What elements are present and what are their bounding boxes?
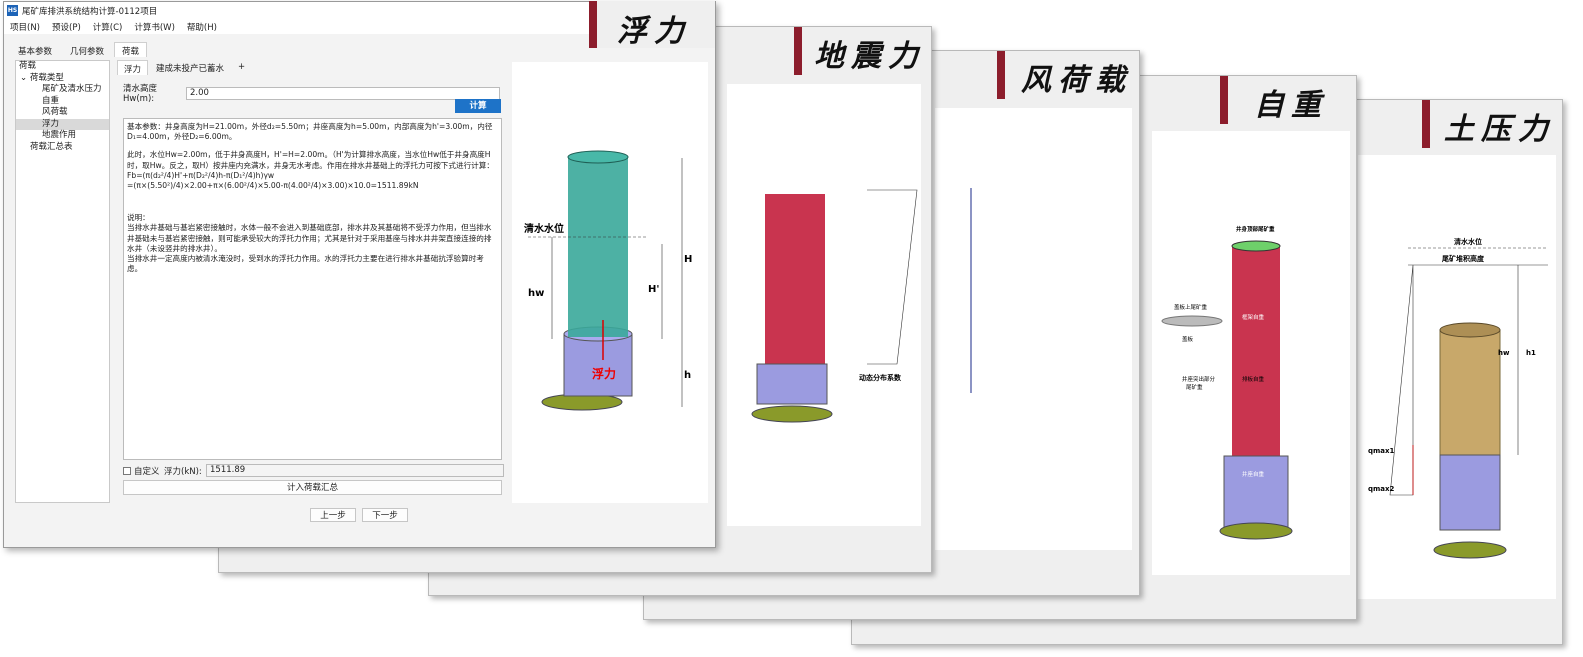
water-height-input[interactable]: 2.00 — [186, 86, 500, 100]
card-title: 自重 — [1254, 88, 1328, 123]
menu-bar: 项目(N) 预设(P) 计算(C) 计算书(W) 帮助(H) — [4, 19, 715, 34]
buoyancy-diagram: 清水水位 hw H' H h 浮力 — [524, 150, 692, 411]
plate-label: 排板自重 — [1242, 375, 1265, 383]
menu-calculate[interactable]: 计算(C) — [92, 22, 123, 33]
text-condition: 此时，水位Hw=2.00m，低于井身高度H，H'=H=2.00m。（H'为计算排… — [127, 150, 494, 170]
h-base-label: h — [684, 370, 691, 381]
text-note-2: 当排水井一定高度内被清水淹没时，受到水的浮托力作用。水的浮托力主要在进行排水井基… — [127, 254, 484, 274]
tab-geometry-params[interactable]: 几何参数 — [70, 47, 105, 57]
menu-help[interactable]: 帮助(H) — [186, 22, 217, 33]
window-title: 尾矿库排洪系统结构计算-0112项目 — [22, 6, 158, 17]
custom-label: 自定义 — [134, 466, 160, 477]
earthquake-panel: 动态分布系数 — [727, 84, 921, 526]
h-total-label: H — [684, 254, 692, 265]
hw-label: hw — [1498, 349, 1510, 357]
base-weight-label: 井座自重 — [1242, 470, 1265, 478]
frame-label: 框架自重 — [1242, 313, 1265, 321]
base-protrude-label: 井座突出部分 — [1182, 375, 1216, 383]
title-bar: HS 尾矿库排洪系统结构计算-0112项目 — [4, 2, 715, 19]
custom-row: 自定义 浮力(kN): 1511.89 — [123, 464, 504, 477]
water-level-label: 清水水位 — [524, 222, 564, 235]
sub-tabs: 浮力 建成未投产已蓄水 + — [117, 60, 511, 76]
app-logo-icon: HS — [7, 5, 18, 16]
tree-item-self-weight[interactable]: 自重 — [42, 95, 60, 106]
card-title: 风荷载 — [1021, 63, 1132, 98]
water-level-label: 清水水位 — [1454, 237, 1482, 246]
text-result: =(π×(5.50²)/4)×2.00+π×(6.00²/4)×5.00-π(4… — [127, 181, 419, 191]
text-params: 基本参数：井身高度为H=21.00m，外径d₂=5.50m；井座高度为h=5.0… — [127, 122, 493, 142]
qmax1-label: qmax1 — [1368, 447, 1395, 455]
buoyancy-title: 浮力 — [617, 14, 691, 49]
earthquake-diagram: 动态分布系数 — [751, 189, 918, 423]
tailings-height-label: 尾矿堆积高度 — [1441, 254, 1485, 263]
tree-item-load-summary[interactable]: 荷载汇总表 — [30, 141, 73, 152]
qmax2-label: qmax2 — [1368, 485, 1395, 493]
custom-checkbox[interactable] — [123, 466, 131, 475]
hw-label: hw — [528, 288, 544, 299]
card-title: 土压力 — [1444, 112, 1555, 147]
slab-top-label: 盖板上尾矿重 — [1174, 303, 1208, 311]
card-title: 地震力 — [814, 39, 925, 74]
tab-buoyancy[interactable]: 浮力 — [117, 60, 149, 75]
menu-report[interactable]: 计算书(W) — [134, 22, 175, 33]
text-note-heading: 说明： — [127, 213, 150, 223]
dynamic-coefficient-label: 动态分布系数 — [859, 373, 902, 382]
tab-built-stored-water[interactable]: 建成未投产已蓄水 — [156, 64, 225, 74]
menu-project[interactable]: 项目(N) — [10, 22, 40, 33]
self-weight-panel: 井身顶部尾矿重 盖板上尾矿重 盖板 框架自重 井座突出部分 尾矿重 排板自重 井… — [1152, 131, 1350, 575]
tree-group-label: 荷载类型 — [29, 72, 64, 83]
content-area: 浮力 建成未投产已蓄水 + 清水高度Hw(m): 2.00 计算 基本参数：井身… — [117, 60, 511, 506]
previous-step-button[interactable]: 上一步 — [310, 508, 356, 522]
wind-load-diagram — [970, 188, 972, 393]
tab-loads[interactable]: 荷载 — [114, 42, 148, 57]
tree-group-load-types[interactable]: ⌄ 荷载类型 — [16, 73, 109, 85]
next-step-button[interactable]: 下一步 — [362, 508, 408, 522]
top-label: 井身顶部尾矿重 — [1236, 225, 1275, 233]
water-height-row: 清水高度Hw(m): 2.00 — [123, 82, 500, 104]
base-tailings-label: 尾矿重 — [1186, 383, 1203, 391]
h-prime-label: H' — [648, 284, 659, 295]
add-to-summary-button[interactable]: 计入荷载汇总 — [123, 480, 502, 495]
buoyancy-label: 浮力(kN): — [164, 466, 202, 477]
earth-pressure-diagram: 清水水位 尾矿堆积高度 hw h1 qmax1 qmax2 — [1368, 237, 1548, 559]
tree-item-tailings-water-pressure[interactable]: 尾矿及清水压力 — [42, 84, 102, 94]
buoyancy-value-field: 1511.89 — [206, 464, 504, 477]
tree-item-wind-load[interactable]: 风荷载 — [42, 107, 68, 117]
buoyancy-force-label: 浮力 — [592, 366, 616, 381]
main-tabs: 基本参数 几何参数 荷载 — [4, 40, 715, 57]
tab-basic-params[interactable]: 基本参数 — [18, 47, 53, 57]
calculate-button[interactable]: 计算 — [455, 99, 501, 113]
app-window: HS 尾矿库排洪系统结构计算-0112项目 项目(N) 预设(P) 计算(C) … — [3, 1, 716, 548]
calculation-text[interactable]: 基本参数：井身高度为H=21.00m，外径d₂=5.50m；井座高度为h=5.0… — [123, 118, 502, 460]
slab-label: 盖板 — [1182, 335, 1194, 343]
tree-root[interactable]: 荷载 — [19, 61, 37, 71]
chevron-down-icon: ⌄ — [20, 72, 28, 83]
h1-label: h1 — [1526, 349, 1536, 357]
buoyancy-title-tab: 浮力 — [589, 1, 715, 49]
text-formula: Fb=(π(d₂²/4)H'+π(D₂²/4)h-π(D₁²/4)h)γw — [127, 170, 275, 180]
menu-preset[interactable]: 预设(P) — [52, 22, 81, 33]
buoyancy-diagram-panel: 清水水位 hw H' H h 浮力 — [512, 62, 708, 503]
add-tab-button[interactable]: + — [238, 62, 246, 72]
water-height-label: 清水高度Hw(m): — [123, 84, 158, 104]
earth-pressure-panel: 清水水位 尾矿堆积高度 hw h1 qmax1 qmax2 — [1358, 155, 1556, 599]
tree-item-seismic[interactable]: 地震作用 — [42, 130, 77, 140]
self-weight-diagram: 井身顶部尾矿重 盖板上尾矿重 盖板 框架自重 井座突出部分 尾矿重 排板自重 井… — [1161, 225, 1293, 540]
load-tree: 荷载 ⌄ 荷载类型 尾矿及清水压力 自重 风荷载 浮力 地震作用 荷载汇总表 — [15, 60, 110, 503]
text-note-1: 当排水井基础与基岩紧密接触时，水体一般不会进入到基础底部，排水井及其基础将不受浮… — [127, 223, 492, 253]
wind-load-panel — [935, 108, 1132, 550]
tree-item-buoyancy[interactable]: 浮力 — [16, 118, 109, 130]
